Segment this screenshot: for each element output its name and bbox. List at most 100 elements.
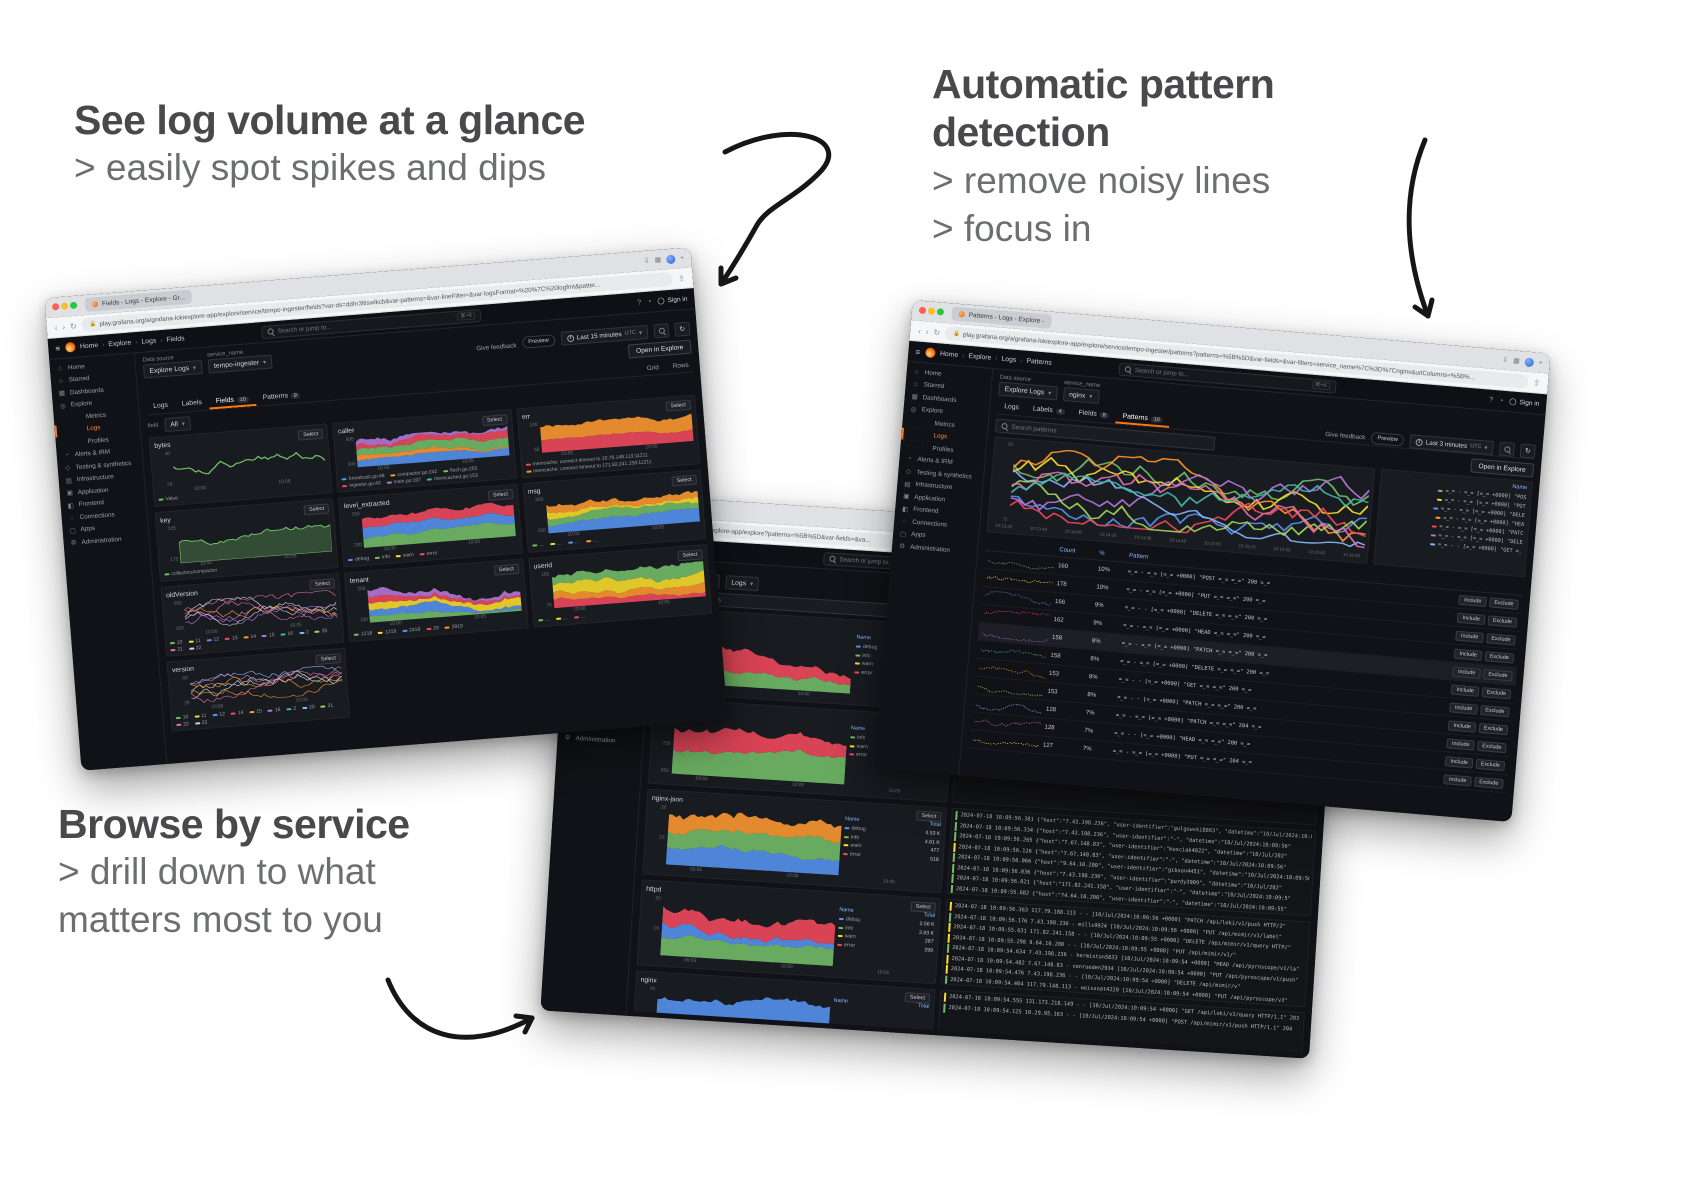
legend-item[interactable]: main.go:107 — [386, 477, 421, 486]
profile-avatar[interactable] — [665, 254, 676, 264]
exclude-button[interactable]: Exclude — [1487, 614, 1518, 628]
include-button[interactable]: Include — [1445, 755, 1474, 769]
close-window-button[interactable] — [918, 306, 927, 314]
zoom-window-button[interactable] — [69, 301, 78, 309]
legend-item[interactable]: Value — [158, 495, 178, 503]
zoom-out-button[interactable] — [1498, 441, 1515, 457]
legend-item[interactable]: … — [567, 539, 580, 546]
help-icon[interactable]: ? — [637, 298, 642, 307]
back-icon[interactable]: ‹ — [917, 326, 922, 336]
include-button[interactable]: Include — [1449, 701, 1478, 715]
include-button[interactable]: Include — [1457, 612, 1486, 625]
legend-item[interactable]: 15 — [249, 708, 262, 715]
legend-item[interactable]: 20 — [302, 704, 315, 711]
breadcrumb-item[interactable]: Home — [79, 341, 99, 350]
forward-icon[interactable]: › — [62, 322, 66, 332]
legend-item[interactable]: 15 — [261, 632, 275, 639]
close-window-button[interactable] — [51, 302, 60, 311]
menu-icon[interactable]: ≡ — [55, 343, 61, 353]
breadcrumb-item[interactable]: Explore — [958, 352, 992, 361]
bell-icon[interactable]: ◔ — [1498, 396, 1504, 405]
menu-icon[interactable]: ≡ — [915, 346, 921, 357]
include-button[interactable]: Include — [1454, 648, 1483, 661]
legend-item[interactable]: 22 — [176, 721, 189, 727]
legend-item[interactable]: 10 — [169, 639, 183, 646]
sign-in-button[interactable]: ◯Sign in — [657, 295, 688, 306]
bell-icon[interactable]: ◔ — [646, 298, 652, 306]
legend-item[interactable]: 13 — [224, 635, 238, 642]
legend-item[interactable]: 16 — [267, 707, 281, 714]
refresh-button[interactable]: ↻ — [1519, 443, 1536, 459]
give-feedback-link[interactable]: Give feedback — [476, 342, 517, 353]
exclude-button[interactable]: Exclude — [1473, 776, 1504, 789]
exclude-button[interactable]: Exclude — [1482, 668, 1513, 682]
legend-item[interactable]: 23 — [194, 720, 208, 727]
legend-item[interactable]: … — [573, 614, 586, 621]
extensions-icon[interactable]: ▦ — [654, 256, 662, 265]
breadcrumb-item[interactable]: Explore — [98, 339, 132, 349]
pattern-row[interactable]: 127 7% =_= - =_= [=_= +0000] "PUT =_= =_… — [968, 730, 1509, 794]
exclude-button[interactable]: Exclude — [1488, 596, 1519, 610]
open-in-explore-button[interactable]: Open in Explore — [1470, 458, 1535, 478]
give-feedback-link[interactable]: Give feedback — [1324, 430, 1366, 441]
view-select[interactable]: Logs▾ — [724, 575, 760, 592]
legend-item[interactable]: debug — [348, 555, 369, 563]
include-button[interactable]: Include — [1448, 719, 1477, 733]
legend-item[interactable]: 11 — [188, 638, 201, 645]
legend-item[interactable]: 14 — [243, 634, 256, 641]
zoom-window-button[interactable] — [936, 307, 945, 316]
tab[interactable]: Logs — [152, 401, 169, 410]
extensions-icon[interactable]: ▦ — [1512, 357, 1520, 366]
pattern-row[interactable]: 166 9% =_= - - [=_= +0000] "DELETE =_= =… — [980, 586, 1521, 650]
exclude-button[interactable]: Exclude — [1475, 758, 1506, 771]
exclude-button[interactable]: Exclude — [1481, 686, 1512, 699]
new-tab-icon[interactable]: + — [1538, 359, 1544, 367]
grid-toggle[interactable]: Grid — [646, 363, 660, 372]
exclude-button[interactable]: Exclude — [1484, 650, 1515, 664]
legend-item[interactable]: collectors/compactor — [164, 567, 217, 577]
include-button[interactable]: Include — [1455, 630, 1484, 643]
share-icon[interactable]: ⇪ — [1533, 377, 1541, 388]
zoom-out-button[interactable] — [653, 323, 670, 339]
exclude-button[interactable]: Exclude — [1479, 704, 1510, 717]
help-icon[interactable]: ? — [1488, 396, 1494, 404]
legend-item[interactable]: … — [555, 615, 568, 622]
breadcrumb-item[interactable]: Patterns — [1016, 356, 1052, 366]
include-button[interactable]: Include — [1446, 737, 1475, 751]
legend-item[interactable]: error — [419, 550, 438, 557]
pattern-row[interactable]: 153 8% =_= - - [=_= +0000] "GET =_= =_="… — [974, 658, 1515, 722]
pattern-row[interactable]: 178 10% =_= - =_= [=_= +0000] "PUT =_= =… — [982, 568, 1522, 633]
legend-item[interactable]: 20 — [314, 628, 328, 635]
minimize-window-button[interactable] — [60, 301, 69, 310]
legend-item[interactable]: 2 — [286, 706, 296, 713]
legend-item[interactable]: 2 — [298, 629, 309, 636]
refresh-button[interactable]: ↻ — [674, 321, 691, 337]
profile-avatar[interactable] — [1524, 356, 1535, 367]
downloads-icon[interactable]: ⇩ — [1501, 356, 1509, 365]
tab[interactable]: Labels — [181, 399, 203, 408]
breadcrumb-item[interactable]: Fields — [156, 335, 185, 344]
legend-item[interactable]: 11 — [194, 713, 207, 720]
forward-icon[interactable]: › — [925, 326, 929, 336]
legend-item[interactable]: info — [374, 554, 390, 561]
legend-item[interactable]: 16 — [280, 631, 293, 638]
exclude-button[interactable]: Exclude — [1478, 722, 1509, 735]
share-icon[interactable]: ⇪ — [677, 273, 686, 283]
legend-item[interactable]: 22 — [188, 645, 202, 652]
legend-item[interactable]: 2419 — [402, 627, 421, 634]
legend-item[interactable]: … — [585, 537, 598, 544]
legend-item[interactable]: 12 — [206, 637, 219, 644]
breadcrumb-item[interactable]: Logs — [131, 337, 156, 346]
legend-item[interactable]: 14 — [230, 710, 244, 717]
service-select[interactable]: nginx▾ — [1062, 386, 1100, 404]
open-in-explore-button[interactable]: Open in Explore — [627, 339, 692, 359]
legend-item[interactable]: 21 — [170, 646, 183, 652]
new-tab-icon[interactable]: + — [679, 254, 685, 262]
